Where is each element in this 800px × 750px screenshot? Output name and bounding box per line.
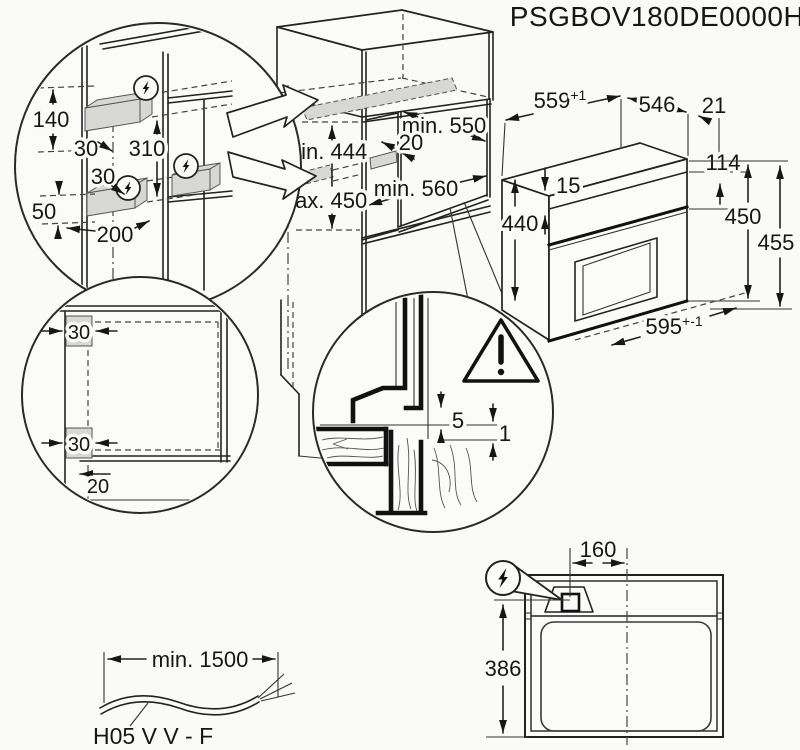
dim-386: 386	[485, 656, 522, 681]
warning-triangle-icon	[462, 318, 540, 383]
dim-30-front-bottom: 30	[68, 434, 90, 456]
terminal-housing	[544, 586, 594, 613]
oven-dimensions-drawing: 559+1 546 21 15 114 440 450 455	[498, 84, 798, 346]
dim-455: 455	[758, 230, 795, 255]
dim-160: 160	[580, 537, 617, 562]
cable-type-label: H05 V V - F	[93, 723, 213, 749]
dim-50: 50	[32, 199, 56, 224]
dim-30-mid: 30	[91, 164, 115, 189]
niche-connection-zone	[369, 150, 398, 170]
cabinet-niche-drawing: min. 550 20 min. 560 min. 444 max. 450	[273, 9, 509, 463]
top-view-drawing: 160 386	[481, 534, 724, 745]
dim-1: 1	[499, 421, 511, 446]
oven-cavity-outline	[540, 621, 712, 732]
dim-310: 310	[129, 136, 166, 161]
dim-546: 546	[639, 92, 676, 117]
dim-20-niche: 20	[399, 130, 423, 155]
dim-440: 440	[502, 211, 539, 236]
electrical-connection-icon	[133, 75, 159, 101]
power-cable-drawing: min. 1500 H05 V V - F	[93, 644, 296, 749]
product-code: PSGBOV180DE0000H	[510, 1, 800, 32]
detail-rear-gap: 5 1	[312, 291, 554, 533]
cable-curve	[99, 695, 259, 710]
fixing-zone-top	[65, 315, 93, 347]
dim-min-550: min. 550	[402, 113, 486, 138]
detail-mounting-positions: 140 30 310 30 50 200	[14, 22, 302, 310]
electrical-connection-icon	[115, 175, 141, 201]
dim-595: 595+-1	[645, 313, 703, 339]
dim-30-top: 30	[74, 136, 98, 161]
electrical-connection-icon	[485, 560, 521, 596]
upper-connection-zone	[301, 77, 458, 121]
electrical-connection-icon	[173, 153, 199, 179]
dim-20-front: 20	[87, 476, 109, 498]
dim-450: 450	[725, 204, 762, 229]
dim-200: 200	[97, 222, 134, 247]
dim-15: 15	[556, 173, 580, 198]
dim-140: 140	[33, 107, 70, 132]
dim-min-1500: min. 1500	[152, 647, 249, 672]
dim-5: 5	[452, 408, 464, 433]
detail-front-clearance: 30 30 20	[21, 276, 259, 514]
fixing-zone-bottom	[65, 427, 93, 459]
dim-114: 114	[705, 150, 740, 175]
dim-21: 21	[702, 93, 726, 118]
dim-559: 559+1	[534, 87, 587, 113]
dim-min-560: min. 560	[374, 176, 458, 201]
dim-30-front-top: 30	[68, 322, 90, 344]
callout-arrows	[226, 84, 319, 200]
